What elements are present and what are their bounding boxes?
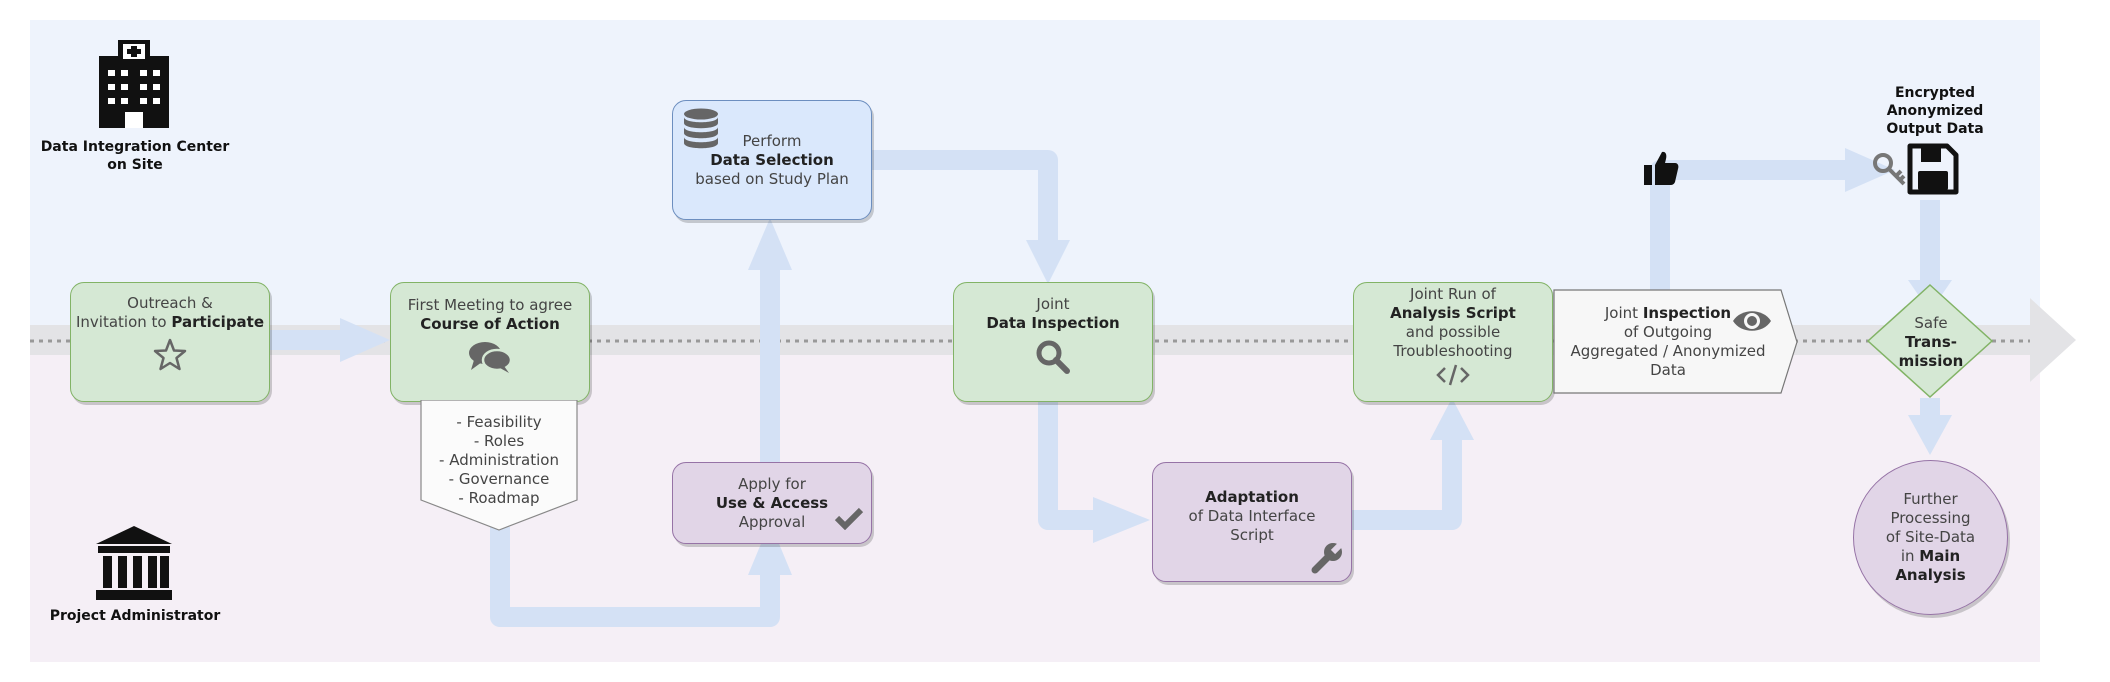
use-access-approval-node[interactable]: Apply for Use & Access Approval — [672, 462, 872, 544]
agenda-item: - Roles — [473, 432, 525, 450]
arrowhead-adaptation — [1093, 497, 1150, 543]
arrow-selection-inspection — [872, 150, 1058, 245]
transmission-diamond — [1866, 283, 1994, 399]
jointrun-line3: and possible — [1405, 322, 1501, 341]
database-icon — [682, 108, 720, 154]
further-line1: Further — [1903, 490, 1958, 508]
admin-actor-label: Project Administrator — [49, 608, 221, 624]
further-processing-node[interactable]: Further Processing of Site-Data in Main … — [1853, 460, 2008, 615]
jointrun-line2: Analysis Script — [1390, 303, 1516, 322]
data-inspection-node[interactable]: Joint Data Inspection — [953, 282, 1153, 402]
outreach-participate: Participate — [171, 313, 265, 331]
magnifier-icon — [1036, 340, 1070, 374]
further-line4: in — [1900, 547, 1920, 565]
approval-line3: Approval — [738, 512, 806, 531]
arrowhead-meeting — [340, 318, 390, 362]
data-selection-node[interactable]: Perform Data Selection based on Study Pl… — [672, 100, 872, 220]
outgoing-line2: of Outgoing — [1623, 323, 1713, 341]
transmission-node[interactable]: Safe Trans- mission — [1876, 303, 1986, 381]
outreach-line1: Outreach & — [127, 294, 213, 312]
transmission-line3: mission — [1898, 351, 1964, 370]
meeting-node[interactable]: First Meeting to agree Course of Action — [390, 282, 590, 402]
arrow-adaptation-jointrun — [1350, 435, 1462, 530]
admin-swimlane — [30, 352, 2040, 662]
adaptation-line1: Adaptation — [1205, 487, 1299, 506]
agenda-shape — [420, 400, 578, 531]
approval-line1: Apply for — [738, 474, 806, 493]
outgoing-line4: Data — [1650, 361, 1686, 379]
transmission-line2: Trans- — [1905, 332, 1957, 351]
selection-line1: Perform — [742, 131, 802, 150]
joint-run-node[interactable]: Joint Run of Analysis Script and possibl… — [1353, 282, 1553, 402]
arrowhead-further — [1908, 415, 1952, 455]
agenda-item: - Feasibility — [456, 413, 542, 431]
chat-bubbles-icon — [469, 342, 512, 373]
arrow-outgoing-output — [1650, 160, 1850, 290]
further-line2: Processing — [1890, 509, 1971, 527]
arrowhead-output — [1845, 148, 1895, 192]
arrow-meeting-approval — [490, 527, 780, 627]
outgoing-line3: Aggregated / Anonymized — [1570, 342, 1766, 360]
meeting-line2: Course of Action — [420, 315, 560, 333]
transmission-line1: Safe — [1914, 313, 1948, 332]
agenda-list: - Feasibility - Roles - Administration -… — [420, 413, 578, 513]
outreach-line2: Invitation to — [75, 313, 172, 331]
jointrun-line4: Troubleshooting — [1393, 341, 1513, 360]
arrowhead-selection — [748, 218, 792, 270]
adaptation-line2: of Data Interface — [1188, 506, 1316, 525]
check-icon — [834, 506, 864, 534]
agenda-item: - Administration — [439, 451, 559, 469]
thumbs-up-icon — [1643, 149, 1679, 191]
institution-icon — [96, 526, 172, 606]
hospital-icon — [96, 40, 172, 134]
outgoing-inspection-shape — [1553, 289, 1798, 394]
meeting-line1: First Meeting to agree — [407, 296, 573, 314]
outreach-node[interactable]: Outreach & Invitation to Participate — [70, 282, 270, 402]
outgoing-inspection-node[interactable]: Joint Inspection of Outgoing Aggregated … — [1553, 289, 1783, 395]
wrench-icon — [1310, 541, 1344, 579]
further-main: Main — [1919, 547, 1961, 565]
arrow-inspection-adaptation — [1038, 402, 1105, 530]
floppy-disk-icon — [1907, 143, 1959, 199]
agenda-item: - Governance — [448, 470, 550, 488]
arrowhead-jointrun — [1430, 398, 1474, 440]
arrowhead-inspection — [1026, 240, 1070, 284]
eye-icon — [1731, 306, 1773, 340]
further-line3: of Site-Data — [1885, 528, 1976, 546]
key-icon — [1872, 152, 1908, 192]
further-line5: Analysis — [1895, 566, 1966, 584]
output-data-label: Encrypted Anonymized Output Data — [1886, 85, 1984, 137]
selection-line3: based on Study Plan — [695, 169, 849, 188]
arrowhead-approval — [748, 522, 792, 575]
approval-line2: Use & Access — [715, 493, 829, 512]
agenda-item: - Roadmap — [458, 489, 540, 507]
star-icon — [153, 338, 187, 371]
inspection-line1: Joint — [1036, 295, 1070, 313]
site-actor-label: Data Integration Center on Site — [40, 139, 230, 173]
outgoing-inspection: Inspection — [1642, 304, 1732, 322]
code-icon — [1436, 364, 1470, 385]
inspection-line2: Data Inspection — [986, 314, 1120, 332]
selection-line2: Data Selection — [710, 150, 834, 169]
outgoing-line1: Joint — [1604, 304, 1643, 322]
jointrun-line1: Joint Run of — [1410, 284, 1496, 303]
adaptation-line3: Script — [1230, 525, 1274, 544]
timeline-arrowhead — [2030, 298, 2076, 382]
